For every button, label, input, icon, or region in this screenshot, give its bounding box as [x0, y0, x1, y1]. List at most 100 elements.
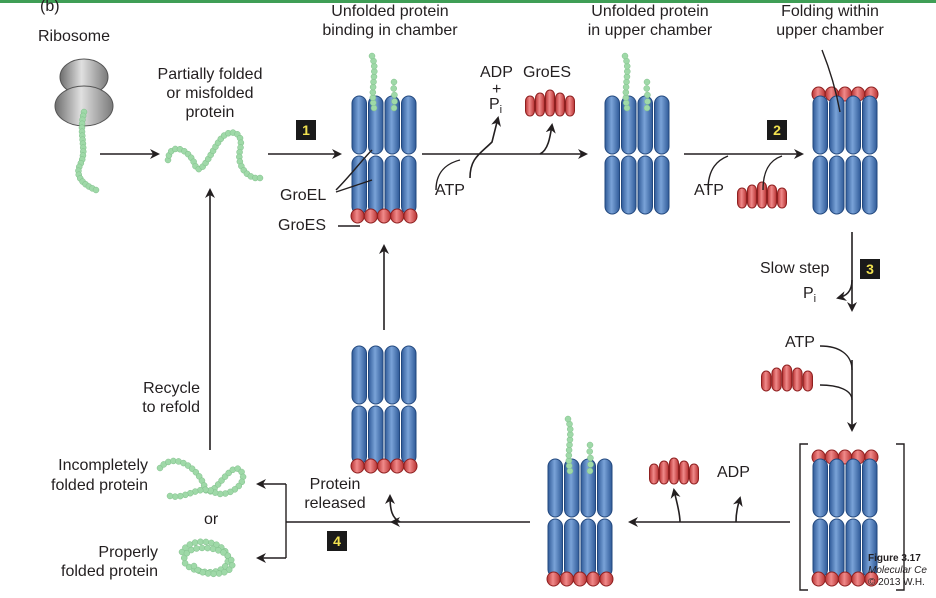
groel-complex-1 — [350, 52, 418, 224]
protein-bead — [643, 85, 650, 92]
groel-subunit — [368, 345, 384, 405]
groel-subunit — [637, 155, 653, 215]
misfolded-protein — [164, 129, 264, 182]
unfolded-upper-label-1: Unfolded protein — [591, 3, 709, 20]
groes-subunit — [565, 95, 575, 117]
protein-released-label-2: released — [304, 495, 366, 512]
atp-in-2b — [762, 155, 783, 191]
arrow-groes-release — [539, 123, 556, 155]
properly-label-1: Properly — [98, 544, 158, 561]
free-groes-4 — [649, 457, 699, 485]
protein-bead — [390, 85, 397, 92]
figure-credit-3: © 2013 W.H. — [868, 577, 925, 588]
folding-upper-label-1: Folding within — [781, 3, 879, 20]
groes-subunit — [363, 458, 378, 474]
pi2-label: Pi — [803, 284, 816, 309]
groel-pointer-2 — [335, 179, 373, 193]
protein-bead — [586, 441, 594, 449]
pi2-letter: P — [803, 285, 814, 302]
pi-letter: P — [489, 96, 500, 113]
protein-bead — [643, 104, 651, 112]
bracket-left — [799, 443, 808, 591]
groel-subunit — [547, 518, 563, 578]
folding-upper-label-2: upper chamber — [776, 22, 884, 39]
groes-cap — [649, 457, 699, 485]
bracket-right — [896, 443, 905, 591]
groel-subunit — [384, 95, 400, 155]
atp-in-1 — [435, 159, 461, 191]
protein-bead — [390, 104, 398, 112]
groel-subunit — [401, 405, 417, 465]
groes-subunit — [363, 208, 378, 224]
unfolded-binding-label-1: Unfolded protein — [331, 3, 449, 20]
groes-subunit — [390, 458, 405, 474]
protein-bead — [586, 467, 594, 475]
protein-bead — [215, 570, 223, 577]
incomplete-protein — [156, 457, 247, 500]
protein-bead — [643, 78, 651, 86]
protein-bead — [220, 549, 227, 556]
groes-subunit — [811, 571, 826, 587]
groes-top-label: GroES — [523, 64, 572, 81]
protein-bead — [202, 538, 210, 546]
arrow-slow-pi — [836, 279, 853, 301]
groel-subunit — [812, 95, 828, 155]
groel-subunit — [401, 155, 417, 215]
groel-subunit — [351, 345, 367, 405]
groes-subunit — [802, 370, 813, 392]
groel-subunit — [862, 155, 878, 215]
groes-bottom-cap — [350, 458, 418, 474]
free-groes-3 — [761, 364, 813, 392]
partially-folded-label-2: or misfolded — [166, 85, 254, 102]
protein-bead — [183, 549, 191, 557]
figure-credit-1: Figure 3.17 — [868, 553, 921, 564]
groel-subunit — [597, 458, 613, 518]
pi-subscript: i — [499, 104, 503, 117]
groes-subunit — [572, 571, 588, 587]
groes-bottom-cap — [811, 571, 879, 587]
groel-subunit — [384, 345, 400, 405]
groes-subunit — [559, 571, 574, 587]
folding-pointer — [821, 49, 841, 113]
groel-complex-3 — [811, 86, 879, 215]
groes-cap — [525, 89, 575, 117]
groes-in-3 — [819, 384, 853, 401]
groel-subunit — [654, 95, 670, 155]
step-2-badge: 2 — [767, 120, 787, 140]
protein-bead — [644, 91, 651, 99]
protein-bead — [391, 91, 398, 99]
groes-subunit — [390, 208, 405, 224]
protein-bead — [256, 174, 264, 182]
groes-subunit — [851, 571, 866, 587]
ribosome-shape — [54, 58, 114, 127]
groes-bottom-cap — [546, 571, 614, 587]
atp-in-3 — [819, 345, 853, 371]
recycle-label-2: to refold — [142, 399, 200, 416]
groes-subunit — [376, 458, 392, 474]
groes-subunit — [525, 95, 535, 117]
groel-subunit — [351, 95, 367, 155]
protein-bead — [209, 545, 217, 553]
groel-subunit — [384, 155, 400, 215]
groel-subunit — [384, 405, 400, 465]
groes-cap — [761, 364, 813, 392]
groes-subunit — [767, 184, 777, 209]
arrow-release-up — [385, 494, 401, 523]
protein-bead — [621, 52, 629, 60]
groel-subunit — [368, 155, 384, 215]
groes-subunit — [350, 458, 365, 474]
atp-label-2: ATP — [694, 182, 724, 199]
groel-label: GroEL — [280, 187, 327, 204]
protein-bead — [193, 545, 200, 552]
groes-subunit — [403, 208, 418, 224]
groes-subunit — [864, 571, 879, 587]
protein-bead — [204, 570, 212, 577]
groes-subunit — [555, 92, 565, 117]
groes-subunit — [535, 92, 545, 117]
protein-bead — [204, 544, 211, 552]
bound-protein — [564, 415, 594, 475]
ribosome-label: Ribosome — [38, 28, 111, 45]
protein-bead — [197, 538, 204, 546]
groes-subunit — [747, 184, 757, 209]
